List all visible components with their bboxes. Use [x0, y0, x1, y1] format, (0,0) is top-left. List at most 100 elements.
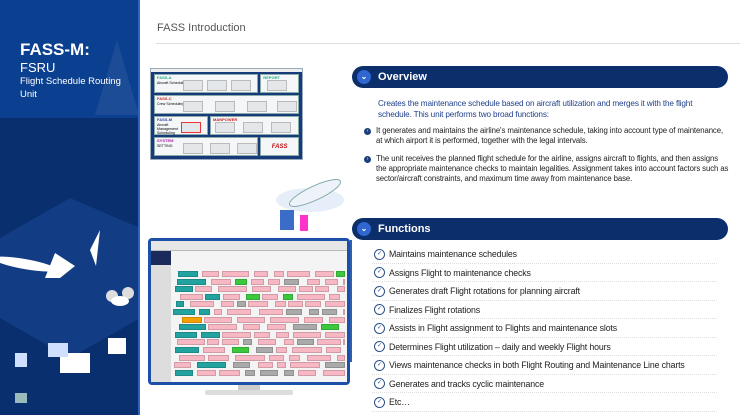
monitor-stand [238, 385, 260, 391]
gantt-bar [204, 293, 220, 300]
gantt-bar [232, 362, 251, 369]
gantt-bar [258, 309, 283, 315]
check-circle-icon: ✓ [374, 341, 385, 352]
gantt-bar [177, 271, 199, 277]
check-circle-icon: ✓ [374, 248, 385, 260]
gantt-bar [321, 324, 340, 331]
gantt-bar [180, 293, 203, 300]
check-circle-icon: ✓ [374, 378, 385, 389]
gantt-bar [309, 309, 320, 315]
function-item: ✓ Determines Flight utilization – daily a… [372, 338, 717, 356]
overview-intro: Creates the maintenance schedule based o… [378, 99, 693, 119]
launcher-section-report: REPORT [260, 74, 299, 93]
gantt-bar [174, 362, 191, 369]
gantt-bar [336, 354, 345, 361]
gantt-bar [201, 271, 220, 277]
gantt-bar [190, 301, 214, 308]
gantt-bar [268, 354, 284, 361]
function-label: Determines Flight utilization – daily an… [389, 341, 611, 352]
gantt-bar [258, 339, 277, 346]
sidebar-description: Flight Schedule Routing Unit [20, 76, 121, 100]
gantt-bar [325, 278, 339, 285]
functions-list: ✓ Maintains maintenance schedules ✓Assigns… [372, 245, 717, 412]
drone-icon [106, 287, 134, 306]
function-item: ✓Assists in Flight assignment to Flights… [372, 319, 717, 338]
function-label: Maintains maintenance schedules [389, 249, 517, 259]
gantt-bar [316, 339, 341, 346]
gantt-bar [222, 339, 240, 346]
airplane-icon [0, 230, 100, 278]
gantt-bar [175, 347, 200, 353]
gantt-bar [257, 362, 274, 369]
gantt-bar [208, 324, 238, 331]
toolbar [151, 241, 347, 251]
chevron-down-icon: ⌄ [357, 70, 371, 84]
fass-logo: FASS [260, 137, 299, 156]
gantt-bar [262, 293, 278, 300]
functions-heading: Functions [378, 223, 431, 235]
gantt-bar [248, 301, 268, 308]
function-label: Generates draft Flight rotations for pla… [389, 286, 580, 296]
gantt-bar [283, 339, 295, 346]
check-circle-icon: ✓ [374, 304, 385, 315]
gantt-bar [303, 316, 323, 323]
gantt-bar [288, 301, 303, 308]
gantt-bar [292, 347, 322, 353]
gantt-bar [252, 286, 271, 293]
page-title: FASS Introduction [157, 22, 246, 34]
gantt-bar [323, 369, 345, 376]
function-label: Finalizes Flight rotations [389, 304, 480, 315]
sidebar-panel: FASS-M: FSRU Flight Schedule Routing Uni… [0, 0, 140, 415]
gantt-bar [297, 293, 325, 300]
gantt-bar [299, 286, 313, 293]
gantt-bar [179, 354, 205, 361]
gantt-bar [276, 331, 290, 338]
function-item: ✓Assigns Flight to maintenance checks [372, 264, 717, 282]
function-item: ✓ Generates and tracks cyclic maintenance [372, 375, 717, 393]
gantt-bar [174, 331, 198, 338]
monitor-base [205, 390, 293, 395]
gantt-bar [210, 278, 232, 285]
gantt-bar [237, 301, 246, 308]
function-label: Etc… [389, 397, 410, 407]
gantt-bar [336, 286, 345, 293]
function-item: ✓Generates draft Flight rotations for pl… [372, 282, 717, 301]
gantt-bar [274, 301, 287, 308]
gantt-bar [342, 339, 345, 346]
function-label: Assists in Flight assignment to Flights … [389, 323, 617, 333]
overview-heading: Overview [378, 71, 427, 83]
gantt-bar [342, 278, 345, 285]
gantt-bar [297, 339, 314, 346]
chevron-down-icon: ⌄ [357, 222, 371, 236]
functions-header[interactable]: ⌄ Functions [352, 218, 728, 240]
schedule-chart-screenshot [148, 238, 350, 385]
gantt-bar [325, 362, 345, 369]
gantt-bar [268, 278, 280, 285]
gantt-bar [177, 278, 207, 285]
gantt-bar [266, 324, 286, 331]
gantt-bar [287, 271, 310, 277]
bullet-arrow-icon: › [364, 128, 371, 135]
function-item: ✓Etc… [372, 393, 717, 412]
gantt-bar [253, 331, 271, 338]
gantt-bar [325, 347, 341, 353]
gantt-bar [226, 309, 252, 315]
gantt-bar [290, 362, 320, 369]
function-label: Views maintenance checks in both Flight … [389, 360, 685, 370]
gantt-bar [304, 301, 321, 308]
gantt-bar [307, 278, 321, 285]
function-label: Generates and tracks cyclic maintenance [389, 378, 545, 389]
gantt-bar [245, 369, 256, 376]
gantt-bar [342, 309, 345, 315]
gantt-bar [195, 286, 213, 293]
overview-header[interactable]: ⌄ Overview [352, 66, 728, 88]
gantt-bar [202, 347, 225, 353]
gantt-bar [218, 286, 248, 293]
gantt-bar [298, 369, 316, 376]
gantt-bar [277, 286, 296, 293]
sidebar-illustration-area [0, 118, 140, 415]
